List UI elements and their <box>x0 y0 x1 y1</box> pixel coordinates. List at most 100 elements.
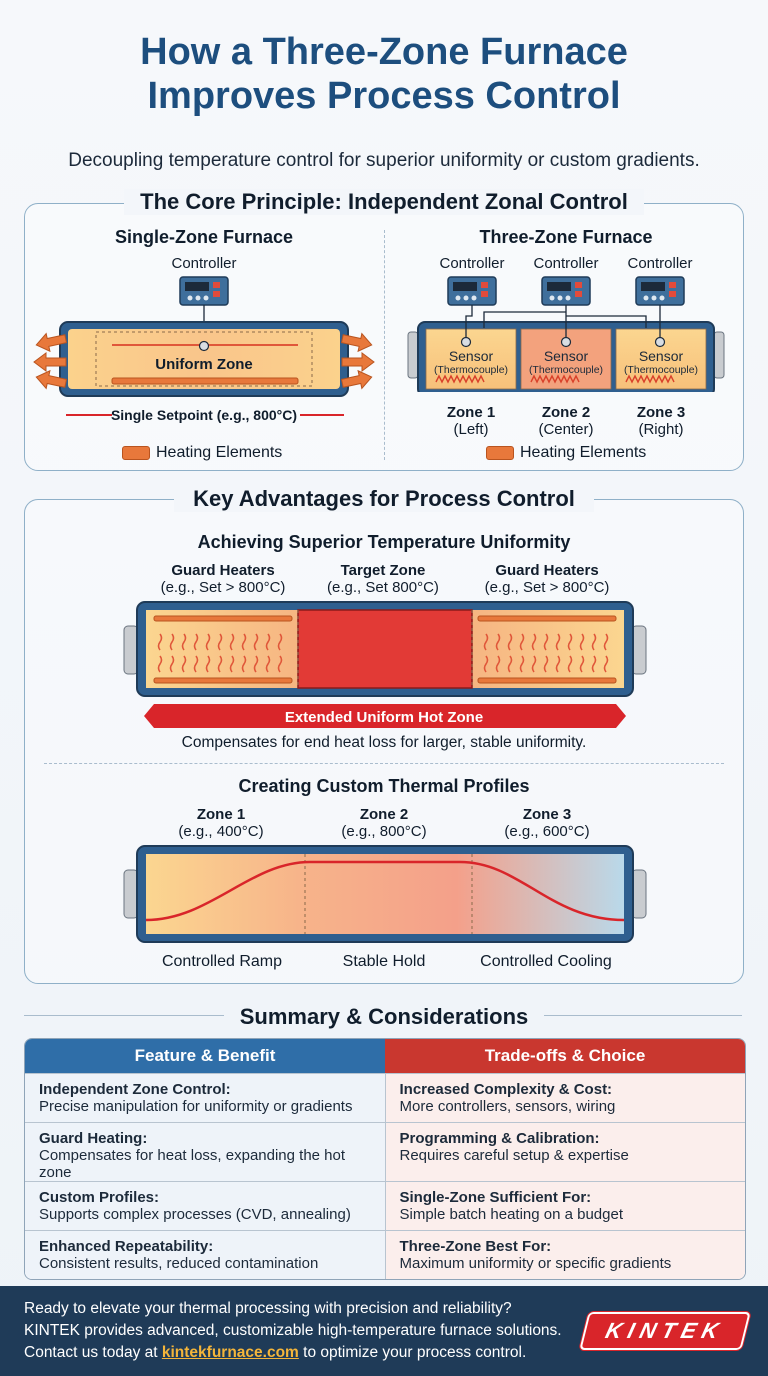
table-row: Independent Zone Control:Precise manipul… <box>25 1073 745 1123</box>
title-line-2: Improves Process Control <box>147 75 621 117</box>
zone2-sensor-label: Sensor <box>543 348 589 364</box>
title-line-1: How a Three-Zone Furnace <box>140 31 628 73</box>
cell-text: Consistent results, reduced contaminatio… <box>39 1255 319 1272</box>
col-tradeoffs-choice: Trade-offs & Choice <box>385 1039 745 1074</box>
target-header: Target Zone (e.g., Set 800°C) <box>308 562 458 596</box>
table-cell-left: Custom Profiles:Supports complex process… <box>25 1181 386 1231</box>
three-controller-box-2 <box>541 276 591 306</box>
footer-text: Ready to elevate your thermal processing… <box>24 1298 562 1364</box>
single-controller-box <box>179 276 229 306</box>
footer-website-link[interactable]: kintekfurnace.com <box>161 1344 299 1361</box>
zone2-name: Zone 2 <box>541 404 591 421</box>
uniformity-caption: Compensates for end heat loss for larger… <box>181 734 587 751</box>
zone1-position: (Left) <box>453 421 489 438</box>
cell-title: Enhanced Repeatability: <box>39 1238 214 1255</box>
profile-zone1-set: (e.g., 400°C) <box>178 823 264 840</box>
footer-line-1: Ready to elevate your thermal processing… <box>24 1300 512 1317</box>
zone1-thermocouple-label: (Thermocouple) <box>433 364 509 376</box>
table-row: Custom Profiles:Supports complex process… <box>25 1181 745 1231</box>
zone1-sensor: Sensor (Thermocouple) <box>426 348 516 376</box>
summary-rule-right <box>544 1015 742 1016</box>
cell-title: Independent Zone Control: <box>39 1081 231 1098</box>
cell-text: Maximum uniformity or specific gradients <box>399 1255 672 1272</box>
summary-table-wrap: Feature & Benefit Trade-offs & Choice In… <box>24 1038 746 1280</box>
profile-zone3-header: Zone 3 (e.g., 600°C) <box>472 806 622 840</box>
single-legend: Heating Elements <box>122 444 282 462</box>
zone3-name: Zone 3 <box>636 404 686 421</box>
phase-ramp: Controlled Ramp <box>161 953 283 970</box>
three-controller-label-1: Controller <box>439 255 505 272</box>
target-set: (e.g., Set 800°C) <box>327 579 439 596</box>
profile-zone1-name: Zone 1 <box>196 806 246 823</box>
zone1-caption: Zone 1 (Left) <box>426 404 516 438</box>
zone3-sensor-label: Sensor <box>638 348 684 364</box>
zone2-thermocouple-label: (Thermocouple) <box>528 364 604 376</box>
three-controller-label-3: Controller <box>627 255 693 272</box>
profiles-title: Creating Custom Thermal Profiles <box>238 776 530 796</box>
core-principle-title: The Core Principle: Independent Zonal Co… <box>124 189 644 215</box>
profile-zone2-header: Zone 2 (e.g., 800°C) <box>309 806 459 840</box>
guard-left-header: Guard Heaters (e.g., Set > 800°C) <box>148 562 298 596</box>
cell-text: More controllers, sensors, wiring <box>399 1098 616 1115</box>
table-cell-left: Enhanced Repeatability:Consistent result… <box>25 1230 386 1279</box>
table-cell-right: Three-Zone Best For:Maximum uniformity o… <box>385 1230 745 1279</box>
uniform-hot-zone-banner: Extended Uniform Hot Zone <box>284 709 484 726</box>
zone3-position: (Right) <box>638 421 684 438</box>
profile-zone2-set: (e.g., 800°C) <box>341 823 427 840</box>
guard-left-set: (e.g., Set > 800°C) <box>160 579 286 596</box>
zone2-position: (Center) <box>538 421 594 438</box>
cell-title: Guard Heating: <box>39 1130 148 1147</box>
profile-zone1-header: Zone 1 (e.g., 400°C) <box>146 806 296 840</box>
table-row: Guard Heating:Compensates for heat loss,… <box>25 1122 745 1182</box>
footer-line-3-pre: Contact us today at <box>24 1344 162 1361</box>
zone3-thermocouple-label: (Thermocouple) <box>623 364 699 376</box>
cell-text: Requires careful setup & expertise <box>399 1147 629 1164</box>
cell-text: Simple batch heating on a budget <box>399 1206 624 1223</box>
guard-right-set: (e.g., Set > 800°C) <box>484 579 610 596</box>
heating-element-swatch <box>122 445 150 460</box>
target-name: Target Zone <box>340 562 426 579</box>
table-cell-left: Guard Heating:Compensates for heat loss,… <box>25 1122 386 1182</box>
profile-zone3-set: (e.g., 600°C) <box>504 823 590 840</box>
table-cell-left: Independent Zone Control:Precise manipul… <box>25 1073 386 1123</box>
phase-cooling: Controlled Cooling <box>480 953 612 970</box>
zone2-sensor: Sensor (Thermocouple) <box>521 348 611 376</box>
cell-title: Custom Profiles: <box>39 1189 160 1206</box>
core-divider <box>384 230 385 460</box>
thermal-profile-diagram <box>123 845 647 943</box>
cell-title: Programming & Calibration: <box>399 1130 600 1147</box>
table-row: Enhanced Repeatability:Consistent result… <box>25 1230 745 1279</box>
guard-right-name: Guard Heaters <box>495 562 599 579</box>
cell-text: Precise manipulation for uniformity or g… <box>39 1098 353 1115</box>
footer-line-3: Contact us today at kintekfurnace.com to… <box>24 1342 562 1364</box>
three-controller-box-3 <box>635 276 685 306</box>
advantages-divider <box>44 763 724 764</box>
heating-element-swatch-2 <box>486 445 514 460</box>
single-controller-label: Controller <box>171 255 237 272</box>
three-controller-label-2: Controller <box>533 255 599 272</box>
zone3-caption: Zone 3 (Right) <box>616 404 706 438</box>
subtitle: Decoupling temperature control for super… <box>68 150 700 171</box>
cell-text: Supports complex processes (CVD, anneali… <box>39 1206 351 1223</box>
single-zone-title: Single-Zone Furnace <box>114 227 294 247</box>
guard-left-name: Guard Heaters <box>171 562 275 579</box>
zone2-caption: Zone 2 (Center) <box>521 404 611 438</box>
cell-title: Increased Complexity & Cost: <box>399 1081 613 1098</box>
three-controller-box-1 <box>447 276 497 306</box>
kintek-logo[interactable]: KINTEK <box>579 1312 751 1350</box>
three-legend-label: Heating Elements <box>520 444 647 461</box>
summary-table: Feature & Benefit Trade-offs & Choice In… <box>25 1039 745 1279</box>
summary-rule-left <box>24 1015 224 1016</box>
phase-hold: Stable Hold <box>342 953 426 970</box>
single-setpoint-label: Single Setpoint (e.g., 800°C) <box>110 407 298 423</box>
footer-line-2: KINTEK provides advanced, customizable h… <box>24 1322 562 1339</box>
heat-waves <box>157 633 609 673</box>
zone1-name: Zone 1 <box>446 404 496 421</box>
guard-right-header: Guard Heaters (e.g., Set > 800°C) <box>472 562 622 596</box>
table-cell-right: Increased Complexity & Cost:More control… <box>385 1073 745 1123</box>
page-title: How a Three-Zone Furnace Improves Proces… <box>0 30 768 118</box>
profile-zone3-name: Zone 3 <box>522 806 572 823</box>
single-zone-diagram <box>33 276 375 416</box>
profile-zone2-name: Zone 2 <box>359 806 409 823</box>
single-legend-label: Heating Elements <box>156 444 283 461</box>
